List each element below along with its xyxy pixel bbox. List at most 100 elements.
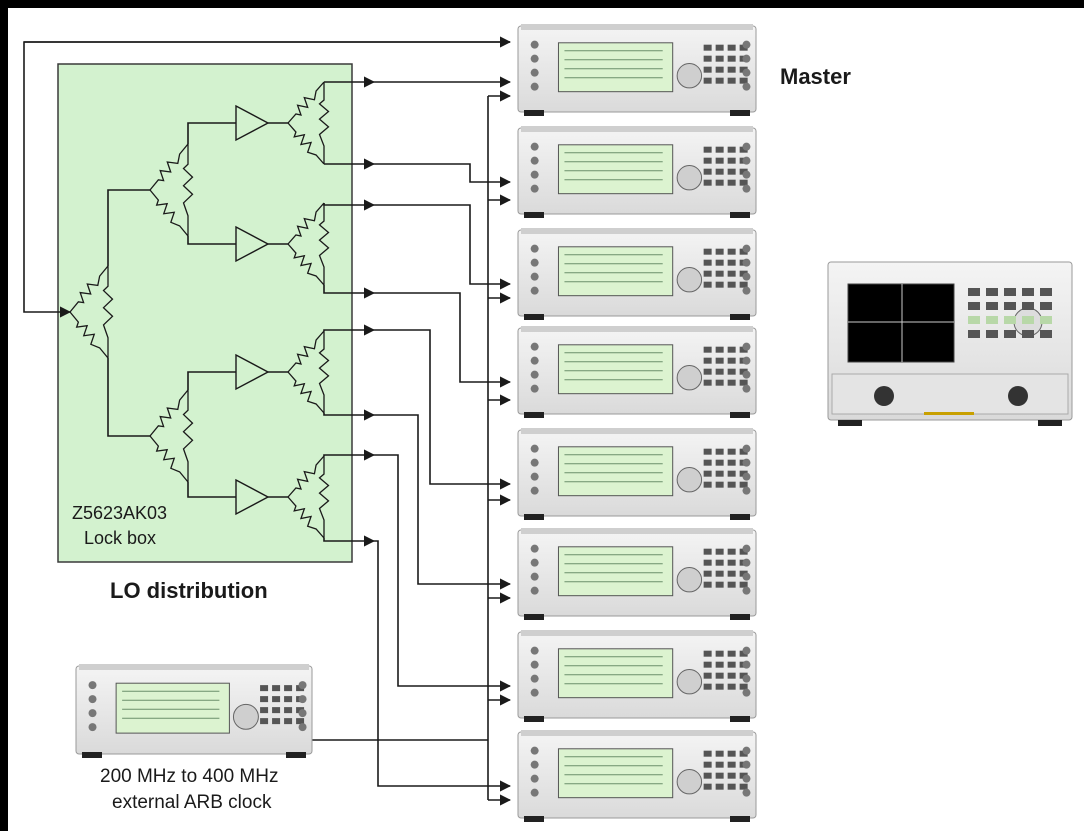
- key-icon: [727, 259, 736, 266]
- key-icon: [703, 772, 712, 779]
- key-icon: [260, 707, 269, 714]
- instrument-foot: [524, 716, 544, 722]
- knob-icon: [676, 164, 703, 191]
- connector-icon: [530, 472, 539, 481]
- key-icon: [715, 750, 724, 757]
- key-icon: [260, 696, 269, 703]
- key-icon: [715, 448, 724, 455]
- key-icon: [727, 661, 736, 668]
- knob-icon: [232, 703, 259, 730]
- key-icon: [715, 44, 724, 51]
- lockbox-output: [323, 324, 376, 336]
- instrument-top: [79, 664, 309, 670]
- key-icon: [703, 66, 712, 73]
- key-icon: [739, 548, 748, 555]
- connector-icon: [298, 695, 307, 704]
- front-panel-lower: [831, 373, 1069, 415]
- instrument-foot: [730, 816, 750, 822]
- key-icon: [703, 270, 712, 277]
- display: [557, 546, 674, 597]
- connector-icon: [530, 444, 539, 453]
- connector-icon: [530, 558, 539, 567]
- connector-icon: [530, 356, 539, 365]
- instrument-top: [521, 630, 753, 636]
- resistor: [287, 243, 325, 286]
- key-icon: [727, 146, 736, 153]
- key-icon: [1022, 288, 1034, 296]
- key-icon: [703, 481, 712, 488]
- key-icon: [727, 281, 736, 288]
- key-icon: [703, 459, 712, 466]
- key-icon: [703, 281, 712, 288]
- key-icon: [739, 146, 748, 153]
- resistor: [69, 311, 109, 359]
- lo-to-generator: [374, 204, 512, 290]
- network-analyzer: [827, 261, 1073, 426]
- connector-icon: [742, 258, 751, 267]
- display: [557, 144, 674, 195]
- key-icon: [703, 168, 712, 175]
- connector-icon: [530, 184, 539, 193]
- connector-icon: [298, 723, 307, 732]
- connector-icon: [530, 142, 539, 151]
- key-icon: [715, 581, 724, 588]
- connector-icon: [530, 156, 539, 165]
- instrument-top: [521, 228, 753, 234]
- master-label: Master: [780, 64, 851, 89]
- key-icon: [727, 179, 736, 186]
- connector-icon: [530, 746, 539, 755]
- knob-icon: [676, 768, 703, 795]
- key-icon: [727, 750, 736, 757]
- power-splitter: [149, 143, 194, 237]
- wire: [107, 358, 150, 437]
- key-icon: [727, 470, 736, 477]
- connector-icon: [530, 272, 539, 281]
- instrument-foot: [524, 816, 544, 822]
- arb-clock-label-line1: 200 MHz to 400 MHz: [100, 766, 279, 787]
- instrument-foot: [730, 110, 750, 116]
- connector-icon: [298, 681, 307, 690]
- resistor: [318, 82, 330, 164]
- resistor: [69, 265, 109, 313]
- key-icon: [272, 707, 281, 714]
- display: [115, 682, 230, 734]
- knob-icon: [676, 62, 703, 89]
- key-icon: [986, 288, 998, 296]
- resistor: [149, 143, 189, 191]
- key-icon: [703, 750, 712, 757]
- connector-icon: [530, 370, 539, 379]
- resistor: [287, 202, 325, 245]
- key-icon: [968, 288, 980, 296]
- connector-icon: [530, 572, 539, 581]
- connector-icon: [530, 646, 539, 655]
- display: [847, 283, 955, 363]
- lo-to-generator: [374, 163, 512, 188]
- resistor: [287, 371, 325, 414]
- connector-icon: [742, 170, 751, 179]
- connector-icon: [530, 342, 539, 351]
- connector-icon: [530, 544, 539, 553]
- key-icon: [703, 581, 712, 588]
- key-icon: [739, 672, 748, 679]
- key-icon: [715, 55, 724, 62]
- key-icon: [727, 683, 736, 690]
- connector-icon: [530, 458, 539, 467]
- connector-icon: [530, 688, 539, 697]
- connector-icon: [742, 156, 751, 165]
- key-icon: [715, 650, 724, 657]
- key-icon: [715, 783, 724, 790]
- key-icon: [727, 66, 736, 73]
- key-icon: [715, 481, 724, 488]
- connector-icon: [530, 586, 539, 595]
- key-icon: [727, 379, 736, 386]
- key-icon: [703, 448, 712, 455]
- key-icon: [715, 548, 724, 555]
- connector-icon: [742, 544, 751, 553]
- resistor: [287, 330, 325, 373]
- connector-icon: [88, 681, 97, 690]
- resistor: [318, 331, 330, 413]
- connector-icon: [742, 54, 751, 63]
- connector-icon: [530, 486, 539, 495]
- key-icon: [703, 44, 712, 51]
- key-icon: [284, 718, 293, 725]
